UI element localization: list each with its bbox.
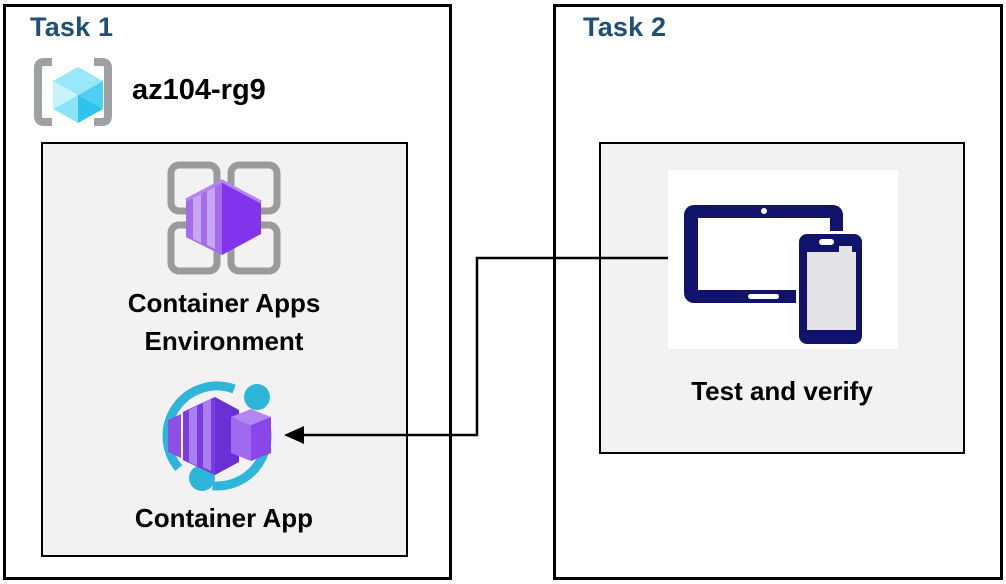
container-apps-environment-label: Container Apps Environment [127,288,321,356]
container-app-label: Container App [134,503,314,533]
container-app-icon [162,381,272,491]
test-and-verify-label: Test and verify [691,376,873,406]
task2-title: Task 2 [583,12,667,42]
container-apps-environment-icon [167,161,281,275]
tablet-phone-icon [684,205,865,345]
task1-title: Task 1 [30,12,114,42]
resource-group-icon [34,58,112,126]
resource-group-name: az104-rg9 [132,74,266,106]
device-image-panel [668,170,898,349]
